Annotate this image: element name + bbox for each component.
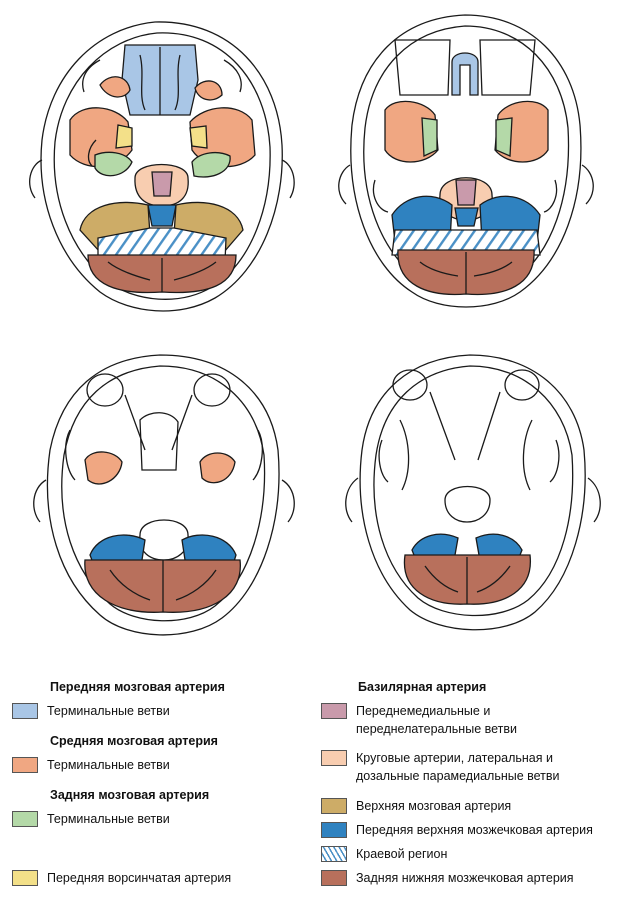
legend-label-circumferential-line1: Круговые артерии, латеральная и xyxy=(356,751,553,765)
swatch-anterior-choroidal xyxy=(12,870,38,886)
swatch-pica xyxy=(321,870,347,886)
section-bottom-left xyxy=(33,354,295,636)
swatch-superior-cerebellar xyxy=(321,798,347,814)
aica-region xyxy=(147,204,177,227)
legend-heading-mca: Средняя мозговая артерия xyxy=(50,734,218,748)
section-bottom-right xyxy=(345,354,601,631)
legend-label-paramedian-line1: Переднемедиальные и xyxy=(356,704,491,718)
legend-item-watershed: Краевой регион xyxy=(321,846,447,863)
swatch-aica xyxy=(321,822,347,838)
legend-label-pca-terminal: Терминальные ветви xyxy=(47,812,170,826)
legend-item-circumferential: Круговые артерии, латеральная и дозальны… xyxy=(321,750,560,785)
legend-item-paramedian: Переднемедиальные и переднелатеральные в… xyxy=(321,703,517,738)
pca-region xyxy=(94,151,133,177)
legend-item-pica: Задняя нижняя мозжечковая артерия xyxy=(321,870,574,887)
section-top-left xyxy=(29,21,295,312)
swatch-aca xyxy=(12,703,38,719)
swatch-paramedian xyxy=(321,703,347,719)
brain-sections-diagram xyxy=(29,14,601,636)
legend-item-superior-cerebellar: Верхняя мозговая артерия xyxy=(321,798,511,815)
paramedian-region xyxy=(151,171,173,197)
legend-heading-pca: Задняя мозговая артерия xyxy=(50,788,210,802)
legend-item-aica: Передняя верхняя мозжечковая артерия xyxy=(321,822,593,839)
mca-region xyxy=(69,107,133,168)
legend-item-mca-terminal: Терминальные ветви xyxy=(12,757,170,774)
legend-label-aica: Передняя верхняя мозжечковая артерия xyxy=(356,823,593,837)
legend-item-pca-terminal: Терминальные ветви xyxy=(12,811,170,828)
section-top-right xyxy=(338,14,594,308)
swatch-circumferential xyxy=(321,750,347,766)
legend-heading-aca: Передняя мозговая артерия xyxy=(50,680,225,694)
legend-label-watershed: Краевой регион xyxy=(356,847,448,861)
swatch-watershed xyxy=(321,846,347,862)
legend-heading-basilar: Базилярная артерия xyxy=(358,680,487,694)
legend-label-pica: Задняя нижняя мозжечковая артерия xyxy=(356,871,574,885)
ach-region xyxy=(115,124,133,149)
legend-label-paramedian-line2: переднелатеральные ветви xyxy=(356,722,517,736)
swatch-pca xyxy=(12,811,38,827)
legend-label-circumferential-line2: дозальные парамедиальные ветви xyxy=(356,769,560,783)
legend-label-mca-terminal: Терминальные ветви xyxy=(47,758,170,772)
legend-item-anterior-choroidal: Передняя ворсинчатая артерия xyxy=(12,870,231,887)
legend-label-anterior-choroidal: Передняя ворсинчатая артерия xyxy=(47,871,232,885)
legend-label-superior-cerebellar: Верхняя мозговая артерия xyxy=(356,799,512,813)
legend-item-aca-terminal: Терминальные ветви xyxy=(12,703,170,720)
legend-label-aca-terminal: Терминальные ветви xyxy=(47,704,170,718)
swatch-mca xyxy=(12,757,38,773)
